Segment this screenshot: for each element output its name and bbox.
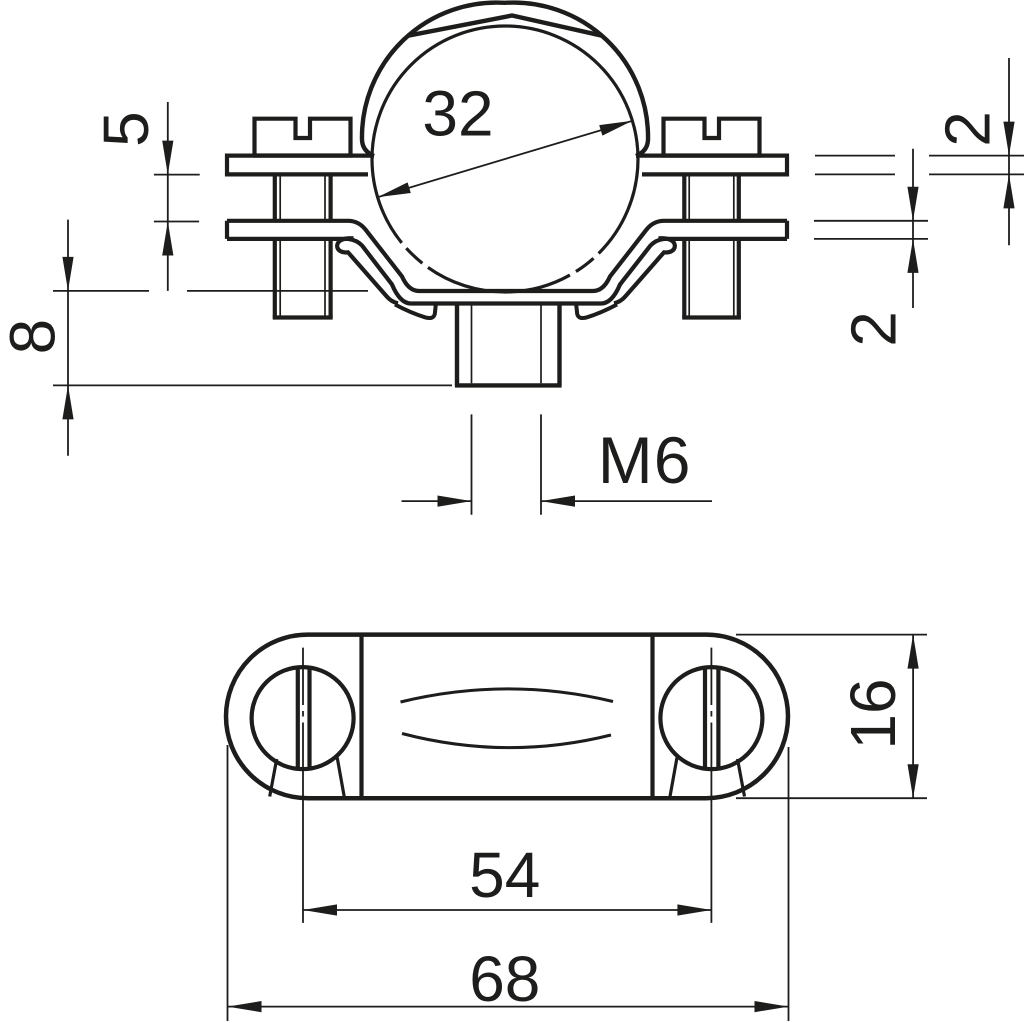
svg-text:68: 68	[469, 943, 540, 1015]
svg-text:8: 8	[0, 319, 69, 355]
svg-text:2: 2	[932, 111, 1004, 147]
svg-text:16: 16	[837, 678, 909, 749]
svg-text:54: 54	[469, 839, 540, 911]
svg-text:M6: M6	[598, 423, 692, 497]
svg-text:32: 32	[422, 78, 493, 150]
svg-text:5: 5	[90, 111, 162, 147]
svg-text:2: 2	[838, 311, 910, 347]
